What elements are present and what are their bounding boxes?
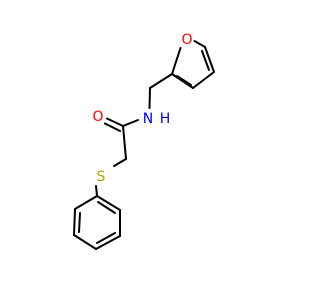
- bond-ch2-s: [113, 158, 127, 167]
- bond-n-carbonyl-c: [122, 119, 139, 127]
- bond-ph-1-2: [74, 195, 98, 210]
- phenyl-ring: [73, 195, 121, 250]
- bond-ph-3-4: [73, 234, 97, 250]
- bond-ch2-n: [148, 87, 151, 109]
- furan-ring: [171, 40, 215, 89]
- molecule-structure-diagram: O O N H S: [0, 0, 300, 300]
- bond-carbonyl-c-o: [106, 117, 124, 127]
- canvas-background: [0, 0, 300, 300]
- atom-label-nitrogen: N: [143, 111, 153, 127]
- bond-c2-ch2: [149, 73, 173, 89]
- bond-ring-c2-c3: [171, 73, 194, 89]
- atom-label-oxygen-furan: O: [181, 32, 192, 48]
- chain-bonds: [95, 73, 173, 197]
- bond-ring-c4-c5: [204, 46, 215, 73]
- bond-ring-c3-c4: [192, 71, 215, 89]
- bond-ring-o-c2: [171, 47, 182, 75]
- atom-label-hydrogen: H: [160, 111, 171, 127]
- bond-ph-6-1-inner: [97, 201, 116, 214]
- atom-label-oxygen-carbonyl: O: [92, 109, 103, 125]
- bond-ring-c4-c5-inner: [201, 50, 210, 71]
- bond-ring-c5-o: [193, 40, 206, 48]
- bond-ph-2-3: [73, 208, 76, 236]
- bond-ph-2-3-inner: [78, 212, 81, 233]
- bond-carbonyl-c-o-second: [104, 122, 121, 132]
- atom-labels: O O N H S: [92, 32, 192, 185]
- bond-ring-c2-c3-inner: [176, 75, 192, 86]
- bond-ph-6-1: [96, 195, 121, 211]
- atom-label-sulfur: S: [97, 169, 106, 185]
- bond-ph-4-5: [95, 235, 121, 250]
- bond-carbonyl-c-ch2: [122, 125, 127, 160]
- bond-s-phenyl: [95, 185, 98, 197]
- bond-ph-4-5-inner: [96, 232, 116, 244]
